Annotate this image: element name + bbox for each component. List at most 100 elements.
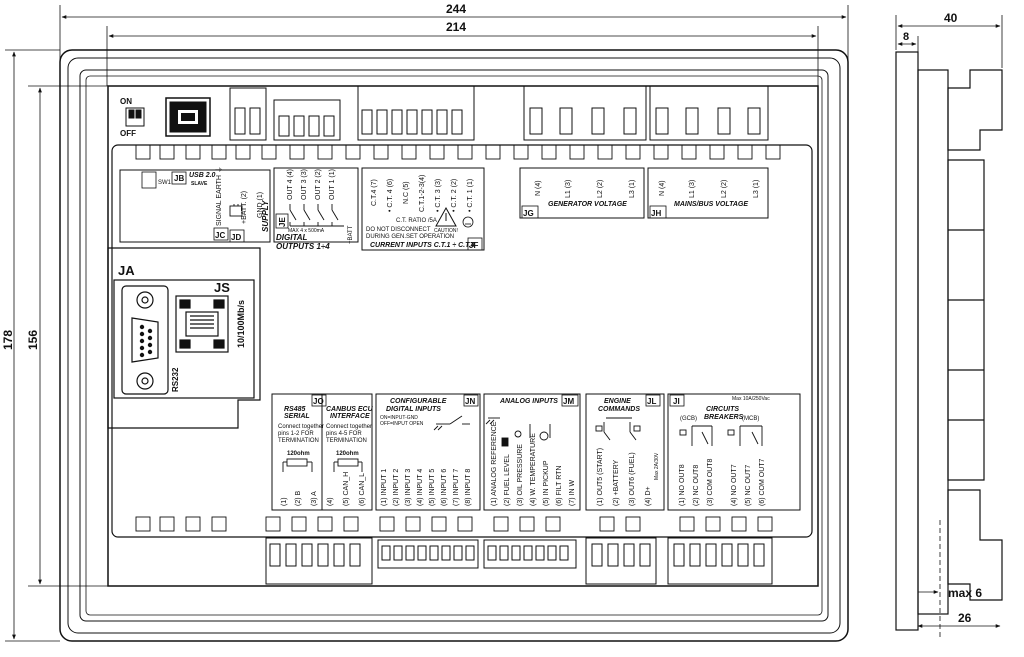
dim-side-front: 8 xyxy=(903,31,909,43)
ct-title: CURRENT INPUTS C.T.1 ÷ C.T.4 xyxy=(370,242,475,249)
gcb-label: (GCB) xyxy=(680,416,697,422)
canbus-title-1: CANBUS ECU xyxy=(326,406,374,413)
dout-title-1: DIGITAL xyxy=(276,233,308,242)
dim-inner-height: 156 xyxy=(26,330,40,350)
side-dimension-lines xyxy=(895,15,1003,640)
bottom-connectors xyxy=(265,537,773,585)
rs485-title-2: SERIAL xyxy=(284,413,310,420)
lower-sections xyxy=(271,393,801,511)
usb-label: USB 2.0 xyxy=(189,172,216,179)
ct-pin-1: • C.T. 1 (1) xyxy=(467,179,474,212)
usb-port[interactable] xyxy=(165,97,211,137)
ct-pin-3: • C.T. 3 (3) xyxy=(435,179,442,212)
dout-batt: +BATT xyxy=(348,225,354,244)
gen-pin-l1: L1 (3) xyxy=(565,180,572,198)
switch-on-label: ON xyxy=(120,97,132,106)
dout-pin-4: OUT 4 (4) xyxy=(287,169,294,200)
pcb-tabs-bottom xyxy=(135,516,773,532)
dim-overall-height: 178 xyxy=(1,330,15,350)
ji-label: JI xyxy=(673,397,680,406)
dimension-lines xyxy=(5,5,849,642)
dout-note: MAX 4 x 500mA xyxy=(288,228,325,234)
gen-pin-n: N (4) xyxy=(535,180,542,196)
je-label: JE xyxy=(278,217,287,227)
brk-pin-5: (5) NC OUT7 xyxy=(745,465,752,506)
js-label: JS xyxy=(214,280,230,295)
dim-side-rear: 26 xyxy=(958,611,972,625)
din-pin-7: (7) INPUT 7 xyxy=(453,469,460,506)
ain-title: ANALOG INPUTS xyxy=(499,398,558,405)
jg-label: JG xyxy=(523,209,534,218)
ain-pin-5: (5) IN PICKUP xyxy=(543,460,550,506)
ct-ratio: C.T. RATIO /5A xyxy=(396,218,437,224)
dim-side-depth: 40 xyxy=(944,11,958,25)
rs232-connector[interactable] xyxy=(121,285,169,395)
comm-module xyxy=(107,247,261,429)
jh-label: JH xyxy=(651,209,661,218)
rs485-note-1: Connect together xyxy=(278,424,324,430)
canbus-resistor-label: 120ohm xyxy=(336,451,359,457)
canbus-resistor xyxy=(333,458,363,472)
mains-pin-l3: L3 (1) xyxy=(753,180,760,198)
canbus-title-2: INTERFACE xyxy=(330,413,370,420)
eng-relay-symbols xyxy=(595,417,641,441)
ct-warn-2: DURING GEN.SET OPERATION xyxy=(366,234,454,240)
eng-note: Max 2A/30V xyxy=(654,452,660,480)
rs232-label: RS232 xyxy=(171,367,180,392)
ethernet-port[interactable] xyxy=(175,295,229,353)
brk-pin-3: (3) COM OUT8 xyxy=(707,458,714,506)
gen-pin-l2: L2 (2) xyxy=(597,180,604,198)
supply-title: SUPPLY xyxy=(261,200,270,232)
caution-icon xyxy=(435,206,457,227)
ain-pin-6: (6) FILT RTN xyxy=(556,466,563,506)
supply-pin-gnd: GND (1) xyxy=(257,192,264,218)
supply-pin-batt: +BATT. (2) xyxy=(241,191,248,224)
ct-pin-7: C.T.4 (7) xyxy=(371,179,378,206)
pcb-tabs-top xyxy=(135,144,781,160)
rs485-resistor-label: 120ohm xyxy=(287,451,310,457)
din-pin-5: (5) INPUT 5 xyxy=(429,469,436,506)
upper-sections xyxy=(119,167,769,251)
rs485-note-2: pins 1-2 FOR xyxy=(278,431,314,437)
jd-label: JD xyxy=(231,233,241,242)
dout-switch-symbols xyxy=(289,204,344,227)
ain-pin-1: (1) ANALOG REFERENCE xyxy=(491,421,498,506)
dip-switch[interactable] xyxy=(125,107,145,127)
din-switch-symbol xyxy=(433,415,470,431)
mains-pin-l1: L1 (3) xyxy=(689,180,696,198)
side-view xyxy=(895,51,1003,631)
rs485-pin-1: (1) xyxy=(281,497,288,506)
breakers-title-2: BREAKERS xyxy=(704,414,744,421)
eng-pin-4: (4) D+ xyxy=(645,486,652,506)
ain-pin-7: (7) IN W xyxy=(569,480,576,506)
din-pin-8: (8) INPUT 8 xyxy=(465,469,472,506)
jn-label: JN xyxy=(465,397,475,406)
dout-pin-2: OUT 2 (2) xyxy=(315,169,322,200)
rs485-pin-3: (3) A xyxy=(311,491,318,506)
canbus-note-1: Connect together xyxy=(326,424,372,430)
brk-pin-6: (6) COM OUT7 xyxy=(759,458,766,506)
canbus-note-3: TERMINATION xyxy=(326,438,367,444)
brk-pin-1: (1) NO OUT8 xyxy=(679,464,686,506)
rs485-title-1: RS485 xyxy=(284,406,306,413)
top-connectors xyxy=(229,85,769,141)
ain-pin-3: (3) OIL PRESSURE xyxy=(517,444,524,506)
din-title-2: DIGITAL INPUTS xyxy=(386,406,441,413)
jl-label: JL xyxy=(647,397,656,406)
ain-pin-4: (4) W. TEMPERATURE xyxy=(530,433,537,506)
eng-title-1: ENGINE xyxy=(604,398,631,405)
breaker-relay-symbols xyxy=(679,425,763,446)
switch-off-label: OFF xyxy=(120,129,136,138)
eng-pin-3: (3) OUT6 (FUEL) xyxy=(629,452,636,506)
breakers-note: Max 10A/250Vac xyxy=(732,396,770,402)
sw1-label: SW1 xyxy=(158,180,172,186)
mcb-label: (MCB) xyxy=(742,416,759,422)
gen-pin-l3: L3 (1) xyxy=(629,180,636,198)
jb-label: JB xyxy=(174,174,184,183)
usb-sub-label: SLAVE xyxy=(191,181,208,187)
ethernet-label: 10/100Mb/s xyxy=(236,300,246,348)
battery-icon xyxy=(229,204,243,217)
din-pin-3: (3) INPUT 3 xyxy=(405,469,412,506)
din-pin-1: (1) INPUT 1 xyxy=(381,469,388,506)
